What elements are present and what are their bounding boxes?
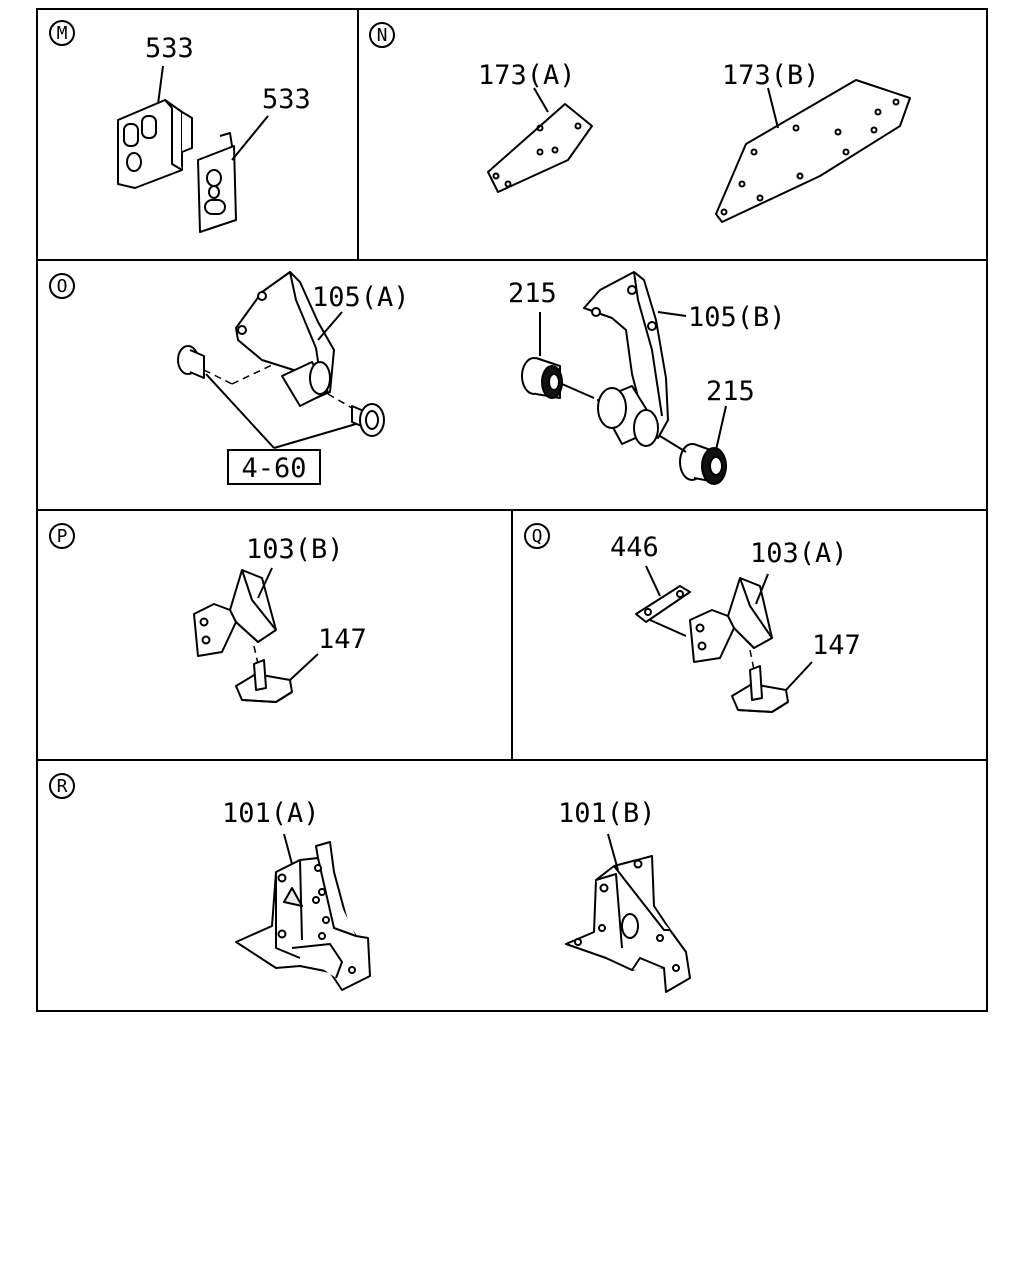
reference-4-60: 4-60 xyxy=(241,453,306,484)
panel-marker-m: M xyxy=(49,20,75,46)
part-label-533-a: 533 xyxy=(145,33,194,64)
part-label-105a: 105(A) xyxy=(312,282,410,313)
part-label-105b: 105(B) xyxy=(688,302,786,333)
bracket-103b-drawing xyxy=(193,567,277,665)
bracket-105b-drawing xyxy=(583,271,687,447)
svg-text:N: N xyxy=(377,25,388,46)
part-label-103a: 103(A) xyxy=(750,538,848,569)
diagram-frame xyxy=(36,8,988,1012)
panel-o: O 105(A) 105(B) 215 215 xyxy=(49,271,786,485)
mount-147-p-drawing xyxy=(235,653,319,704)
part-label-147-p: 147 xyxy=(318,624,367,655)
svg-text:M: M xyxy=(57,23,68,44)
bushing-215-right-drawing xyxy=(659,405,727,485)
bushing-4-60-left-drawing xyxy=(177,345,275,385)
svg-text:P: P xyxy=(57,526,68,547)
plate-173b-drawing xyxy=(715,79,911,223)
bracket-101b-drawing xyxy=(565,833,691,993)
part-label-173a: 173(A) xyxy=(478,60,576,91)
bracket-533-small-drawing xyxy=(197,115,269,233)
part-label-446: 446 xyxy=(610,532,659,563)
panel-marker-q: Q xyxy=(524,523,550,549)
bracket-103a-drawing xyxy=(689,573,773,671)
part-label-173b: 173(B) xyxy=(722,60,820,91)
reference-4-60-box: 4-60 xyxy=(205,373,357,485)
part-label-103b: 103(B) xyxy=(246,534,344,565)
bushing-215-left-drawing xyxy=(521,312,595,399)
bracket-101a-drawing xyxy=(235,833,371,991)
bracket-105a-drawing xyxy=(235,271,343,407)
panel-marker-n: N xyxy=(369,22,395,48)
svg-text:Q: Q xyxy=(532,526,543,547)
panel-q: Q 446 103(A) 147 xyxy=(524,523,861,714)
plate-173a-drawing xyxy=(487,87,593,193)
panel-p: P 103(B) 147 xyxy=(49,523,367,704)
part-label-215-a: 215 xyxy=(508,278,557,309)
panel-m: M 533 533 xyxy=(49,20,311,233)
mount-147-q-drawing xyxy=(731,661,813,714)
bracket-533-large-drawing xyxy=(117,65,193,189)
panel-r: R 101(A) 101(B) xyxy=(49,773,691,993)
part-label-533-b: 533 xyxy=(262,84,311,115)
part-label-101b: 101(B) xyxy=(558,798,656,829)
svg-text:R: R xyxy=(57,776,68,797)
bushing-4-60-right-drawing xyxy=(327,393,385,437)
part-label-215-b: 215 xyxy=(706,376,755,407)
panel-marker-r: R xyxy=(49,773,75,799)
plate-446-drawing xyxy=(635,565,691,637)
panel-marker-p: P xyxy=(49,523,75,549)
part-label-147-q: 147 xyxy=(812,630,861,661)
panel-n: N 173(A) 173(B) xyxy=(369,22,911,223)
panel-marker-o: O xyxy=(49,273,75,299)
svg-text:O: O xyxy=(57,276,68,297)
part-label-101a: 101(A) xyxy=(222,798,320,829)
